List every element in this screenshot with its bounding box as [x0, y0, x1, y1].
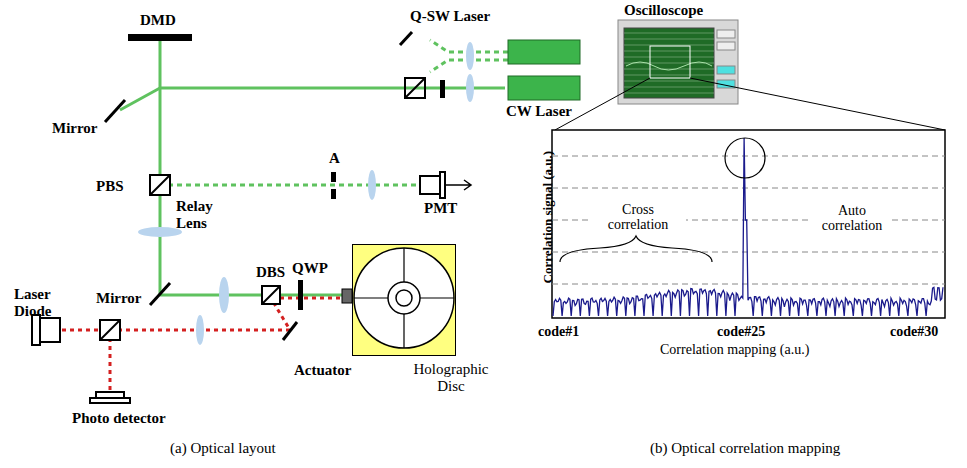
node-label: Holographic Disc: [411, 361, 491, 394]
tick-label: code#25: [717, 324, 765, 339]
holographic-disc: Holographic Disc: [352, 244, 456, 356]
part-label: PMT: [424, 200, 457, 217]
part-label: Mirror: [96, 290, 142, 307]
device-label: CW Laser: [506, 103, 572, 120]
tick-label: code#30: [890, 324, 938, 339]
device-label: DMD: [140, 12, 176, 29]
axis-label: Correlation mapping (a.u.): [660, 342, 809, 357]
part-label: Mirror: [52, 120, 98, 137]
caption: (a) Optical layout: [170, 440, 276, 457]
annotation: Auto correlation: [812, 203, 892, 234]
tick-label: code#1: [538, 324, 579, 339]
axis-label: Correlation signal (a.u.): [541, 147, 555, 287]
disc-outline: [352, 244, 456, 356]
part-label: Relay Lens: [176, 198, 216, 231]
part-label: PBS: [96, 178, 124, 195]
annotation: Cross correlation: [590, 202, 686, 233]
device-label: Oscilloscope: [624, 2, 703, 19]
part-label: QWP: [292, 260, 328, 277]
caption: (b) Optical correlation mapping: [650, 440, 840, 457]
part-label: DBS: [256, 264, 285, 281]
part-label: A: [329, 150, 340, 167]
part-label: Photo detector: [72, 410, 166, 427]
device-label: Q-SW Laser: [410, 8, 490, 25]
part-label: Actuator: [294, 362, 351, 379]
part-label: Laser Diode: [14, 286, 54, 319]
